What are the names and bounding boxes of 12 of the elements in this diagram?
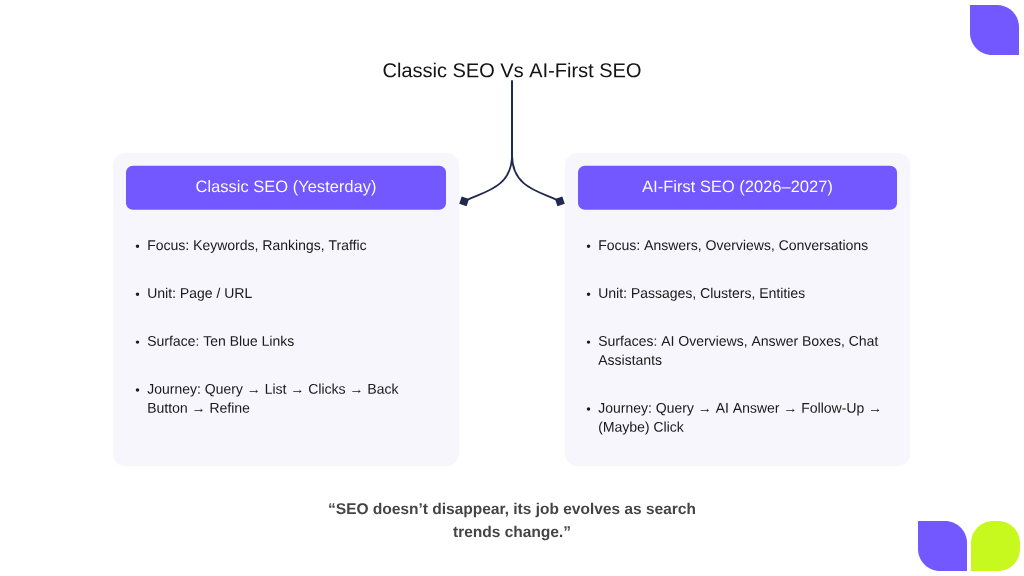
header-box: Classic SEO (Yesterday) [126, 165, 446, 210]
bullet-text: Unit: Passages, Clusters, Entities [599, 287, 805, 301]
bullet-text: Journey: Query → List → Clicks → Back Button → Refine [147, 383, 399, 413]
header-box: AI-First SEO (2026–2027) [578, 165, 897, 210]
bullet-text: Journey: Query → AI Answer → Follow-Up → (Maybe) Click [598, 402, 880, 435]
bullet-text: Focus: Keywords, Rankings, Traffic [148, 239, 367, 253]
title: Classic SEO Vs AI-First SEO [383, 62, 641, 78]
bullet-text: Unit: Page / URL [148, 287, 252, 301]
bullet-text: Surface: Ten Blue Links [147, 335, 294, 346]
bullet-text: Surfaces: AI Overviews, Answer Boxes, Chat Assistants [598, 335, 879, 365]
quote-text: “SEO doesn’t disappear, its job evolves as search trends change.” [329, 502, 695, 541]
bullet-text: Focus: Answers, Overviews, Conversations [599, 239, 868, 252]
